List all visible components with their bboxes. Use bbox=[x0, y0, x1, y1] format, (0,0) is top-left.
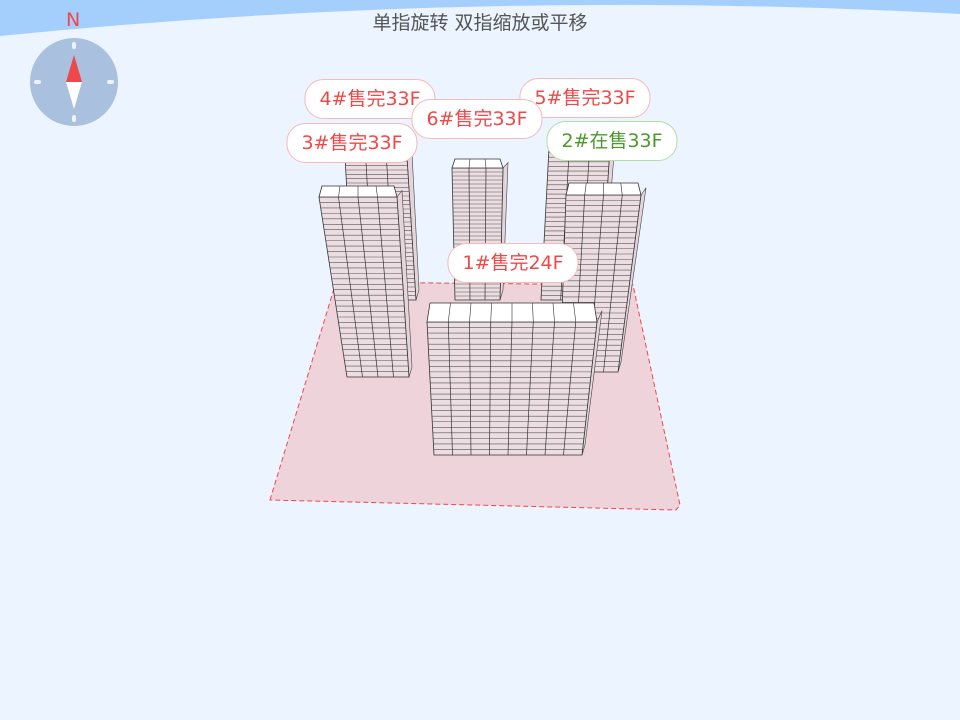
building-label-3[interactable]: 3#售完33F bbox=[286, 123, 418, 163]
sky-band bbox=[0, 0, 960, 36]
building-1[interactable] bbox=[426, 302, 603, 456]
building-label-1[interactable]: 1#售完24F bbox=[447, 243, 579, 283]
building-label-2[interactable]: 2#在售33F bbox=[546, 121, 678, 161]
building-label-6[interactable]: 6#售完33F bbox=[411, 99, 543, 139]
gesture-hint: 单指旋转 双指缩放或平移 bbox=[372, 12, 588, 34]
compass-north-label: N bbox=[66, 9, 81, 31]
building-roof bbox=[451, 158, 504, 169]
compass[interactable] bbox=[30, 38, 118, 126]
compass-south-needle-icon bbox=[66, 82, 82, 109]
compass-north-needle-icon bbox=[66, 55, 82, 82]
building-3[interactable] bbox=[318, 185, 413, 378]
